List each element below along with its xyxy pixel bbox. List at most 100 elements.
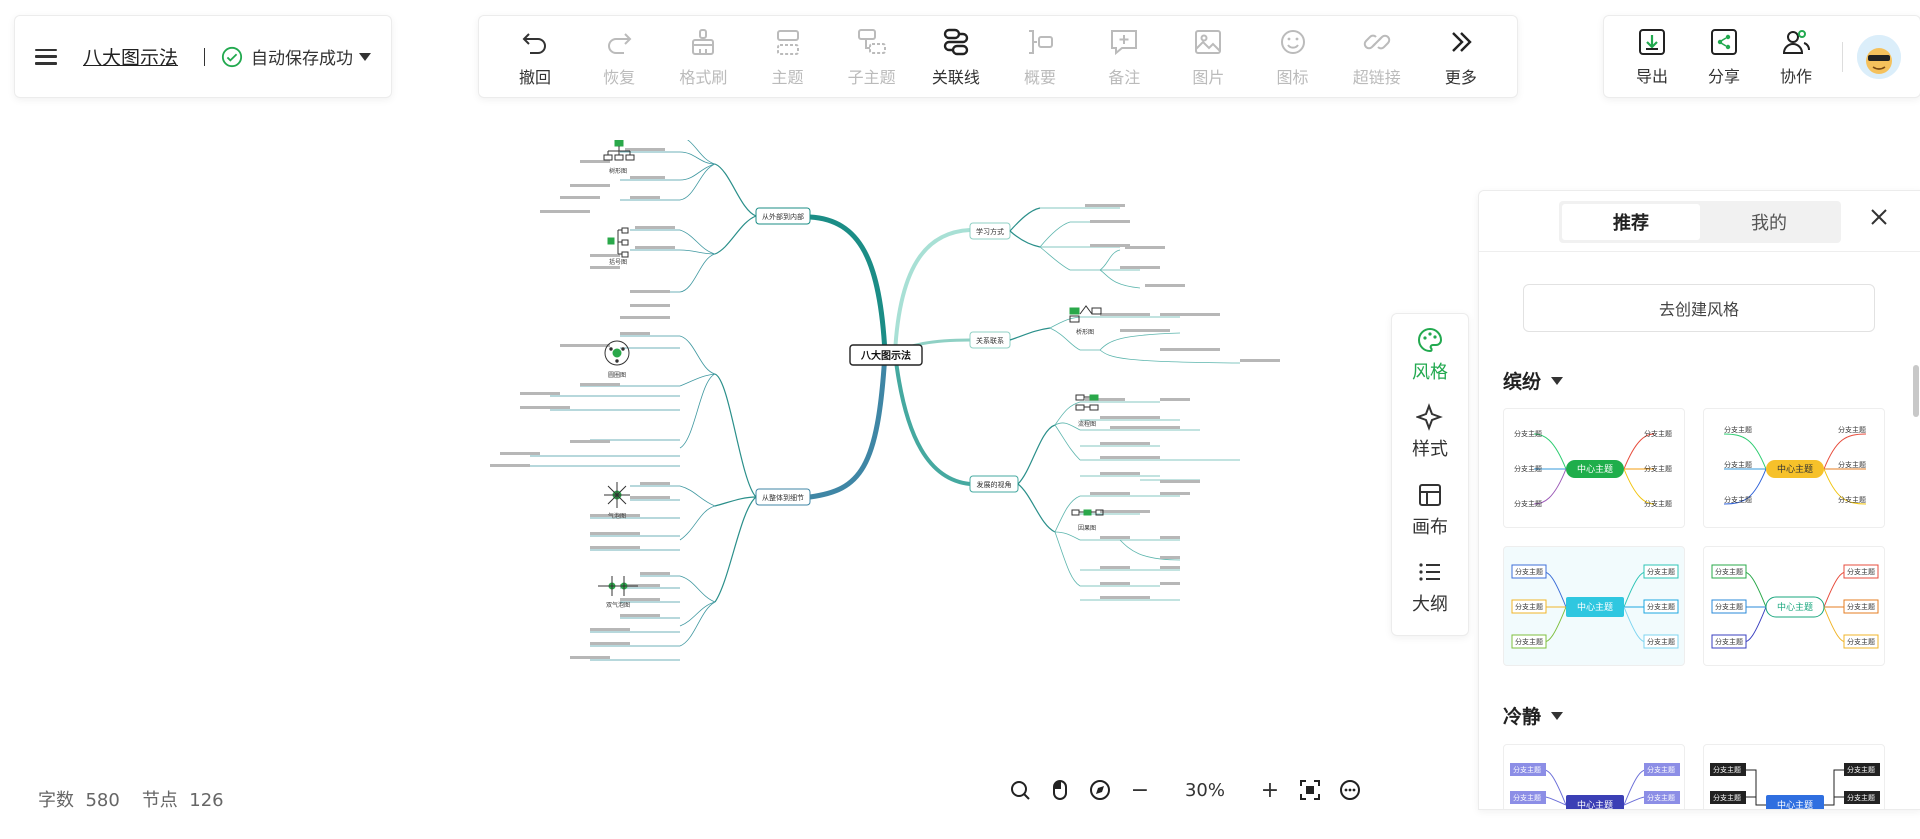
compass-icon <box>1090 780 1110 800</box>
divider <box>1479 251 1920 252</box>
format-brush-button[interactable]: 格式刷 <box>667 26 739 88</box>
avatar[interactable] <box>1857 34 1901 79</box>
word-count-stat: 字数 580 <box>38 786 120 812</box>
thumb-branch-label: 分支主题 <box>1724 460 1752 469</box>
export-button[interactable]: 导出 <box>1624 27 1680 87</box>
share-button[interactable]: 分享 <box>1696 27 1752 87</box>
branch-whole[interactable]: 从整体到细节 <box>755 488 811 506</box>
document-header: 八大图示法 自动保存成功 <box>14 15 392 98</box>
locate-button[interactable] <box>1080 770 1120 810</box>
style-preview: 中心主题 分支主题 分支主题 分支主题 分支主题 <box>1510 763 1680 810</box>
style-tool-button[interactable]: 风格 <box>1412 326 1448 403</box>
thumb-center-label: 中心主题 <box>1577 601 1613 613</box>
style-thumb-6[interactable]: 中心主题 分支主题 分支主题 分支主题 分支主题 <box>1703 744 1885 810</box>
branch-study[interactable]: 学习方式 <box>969 222 1011 240</box>
relation-line-button[interactable]: 关联线 <box>920 26 992 88</box>
tab-recommend[interactable]: 推荐 <box>1562 204 1700 240</box>
share-label: 分享 <box>1707 66 1740 86</box>
style-thumb-4[interactable]: 中心主题 分支主题 分支主题 分支主题 分支主题 分支主题 分支主题 <box>1703 546 1885 666</box>
thumb-branch-label: 分支主题 <box>1715 602 1743 611</box>
fit-screen-button[interactable] <box>1290 770 1330 810</box>
subtopic-button[interactable]: 子主题 <box>836 26 908 88</box>
flow-diagram-label: 流程图 <box>1078 420 1096 428</box>
chevron-down-icon <box>1551 376 1564 385</box>
style-thumb-2[interactable]: 中心主题 分支主题分支主题分支主题 分支主题分支主题分支主题 <box>1703 408 1885 528</box>
branch-view[interactable]: 发展的视角 <box>969 475 1019 493</box>
double-bubble-diagram-label: 双气泡图 <box>606 601 630 609</box>
collab-label: 协作 <box>1779 66 1812 86</box>
thumb-branch-label: 分支主题 <box>1847 765 1875 774</box>
branch-relation[interactable]: 关系联系 <box>969 331 1011 349</box>
brace-diagram-label: 括号图 <box>609 258 627 266</box>
undo-label: 撤回 <box>518 67 551 87</box>
subtopic-label: 子主题 <box>847 67 896 87</box>
branch-relation-label: 关系联系 <box>976 336 1004 345</box>
chevron-down-icon <box>359 52 372 61</box>
style-thumb-5[interactable]: 中心主题 分支主题 分支主题 分支主题 分支主题 <box>1503 744 1685 810</box>
node-count-value: 126 <box>189 790 224 811</box>
search-button[interactable] <box>1000 770 1040 810</box>
outline-tool-label: 大纲 <box>1412 593 1448 615</box>
group-calm[interactable]: 冷静 <box>1503 702 1564 729</box>
circle-diagram-icon: 圆圈图 <box>604 340 630 379</box>
sparkle-icon <box>1416 403 1443 432</box>
format-brush-icon <box>692 28 715 55</box>
list-icon <box>1419 563 1440 581</box>
undo-button[interactable]: 撤回 <box>499 26 571 88</box>
download-icon <box>1639 28 1665 55</box>
menu-icon[interactable] <box>35 48 57 65</box>
undo-icon <box>522 32 546 54</box>
note-button[interactable]: 备注 <box>1088 26 1160 88</box>
create-style-button[interactable]: 去创建风格 <box>1523 284 1875 332</box>
summary-icon <box>1029 29 1054 54</box>
bridge-diagram-label: 桥形图 <box>1076 328 1094 336</box>
redo-button[interactable]: 恢复 <box>583 26 655 88</box>
zoom-level: 30% <box>1184 779 1225 801</box>
diagram-glyphs: 树形图 括号图 圆圈图 气泡图 双气泡图 桥形图 流程图 因果图 <box>598 140 1104 609</box>
center-topic[interactable]: 八大图示法 <box>849 344 923 366</box>
collab-button[interactable]: 协作 <box>1768 27 1824 87</box>
save-status-dropdown[interactable]: 自动保存成功 <box>221 44 372 69</box>
node-count-label: 节点 <box>141 790 178 811</box>
bubble-diagram-icon: 气泡图 <box>604 482 630 520</box>
style-thumb-3[interactable]: 中心主题 分支主题 分支主题 分支主题 分支主题 分支主题 分支主题 <box>1503 546 1685 666</box>
layout-icon <box>1419 483 1441 506</box>
more-options-button[interactable] <box>1330 770 1370 810</box>
branch-outer[interactable]: 从外部到内部 <box>755 207 811 225</box>
cause-effect-diagram-label: 因果图 <box>1078 525 1096 532</box>
style-thumb-1[interactable]: 中心主题 分支主题分支主题分支主题 分支主题分支主题分支主题 <box>1503 408 1685 528</box>
mindmap-canvas[interactable]: 八大图示法 从外部到内部 从整体到细节 学习方式 关系联系 发展的视角 <box>480 140 1300 820</box>
thumb-center-label: 中心主题 <box>1577 463 1613 475</box>
zoom-in-button[interactable]: + <box>1250 770 1290 810</box>
thumb-center-label: 中心主题 <box>1577 799 1613 810</box>
emoji-icon <box>1280 29 1305 54</box>
main-toolbar: 撤回 恢复 格式刷 主题 子主题 关联线 概要 备注 图片 图标 超链接 <box>478 15 1518 98</box>
zoom-out-button[interactable]: − <box>1120 770 1160 810</box>
thumb-center-label: 中心主题 <box>1777 799 1813 810</box>
group-colorful[interactable]: 缤纷 <box>1503 367 1564 394</box>
redo-icon <box>608 32 632 54</box>
canvas-tool-button[interactable]: 画布 <box>1412 481 1448 558</box>
image-icon <box>1195 29 1222 54</box>
panel-scrollbar[interactable] <box>1913 365 1919 417</box>
link-button[interactable]: 超链接 <box>1341 26 1413 88</box>
summary-button[interactable]: 概要 <box>1004 26 1076 88</box>
emoji-button[interactable]: 图标 <box>1257 26 1329 88</box>
outline-tool-button[interactable]: 大纲 <box>1412 558 1448 635</box>
close-icon[interactable] <box>1867 205 1891 229</box>
document-stats: 字数 580 节点 126 <box>38 786 224 812</box>
thumb-branch-label: 分支主题 <box>1713 793 1741 802</box>
thumb-branch-label: 分支主题 <box>1647 567 1675 576</box>
bridge-diagram-icon: 桥形图 <box>1069 305 1102 336</box>
tab-mine[interactable]: 我的 <box>1751 213 1787 234</box>
thumb-branch-label: 分支主题 <box>1644 499 1672 508</box>
thumb-branch-label: 分支主题 <box>1647 765 1675 774</box>
document-title[interactable]: 八大图示法 <box>83 47 179 69</box>
topic-button[interactable]: 主题 <box>752 26 824 88</box>
image-button[interactable]: 图片 <box>1172 26 1244 88</box>
format-tool-button[interactable]: 样式 <box>1412 403 1448 480</box>
more-button[interactable]: 更多 <box>1425 26 1497 88</box>
mouse-mode-button[interactable] <box>1040 770 1080 810</box>
redo-label: 恢复 <box>603 67 636 87</box>
